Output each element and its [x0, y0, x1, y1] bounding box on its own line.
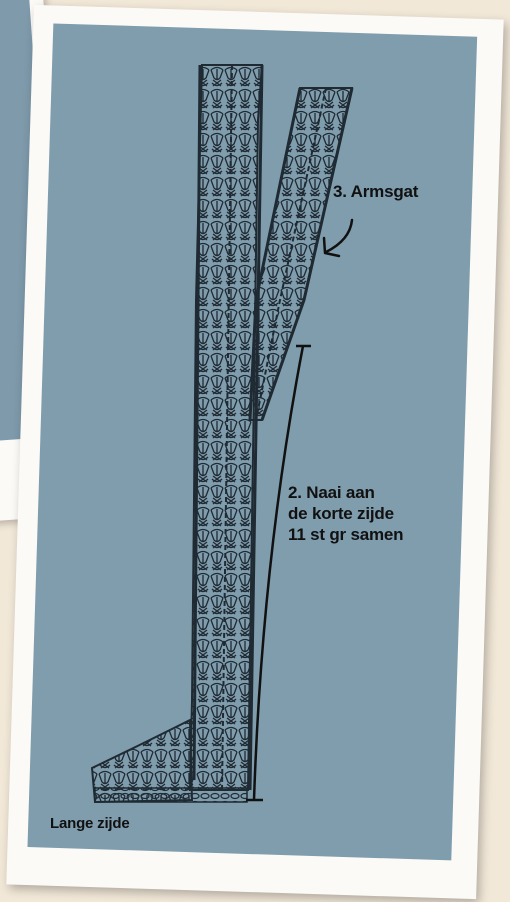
seam-instruction-line-2: de korte zijde [288, 503, 458, 524]
main-crochet-strip [190, 65, 262, 790]
long-side-label: Lange zijde [50, 815, 129, 832]
branch-crochet-strip [250, 88, 352, 420]
seam-instruction-line-3: 11 st gr samen [288, 524, 458, 545]
armhole-arrow [324, 220, 352, 256]
seam-instruction-label: 2. Naai aan de korte zijde 11 st gr same… [288, 482, 458, 545]
seam-instruction-line-1: 2. Naai aan [288, 482, 458, 503]
armhole-label: 3. Armsgat [333, 182, 418, 202]
